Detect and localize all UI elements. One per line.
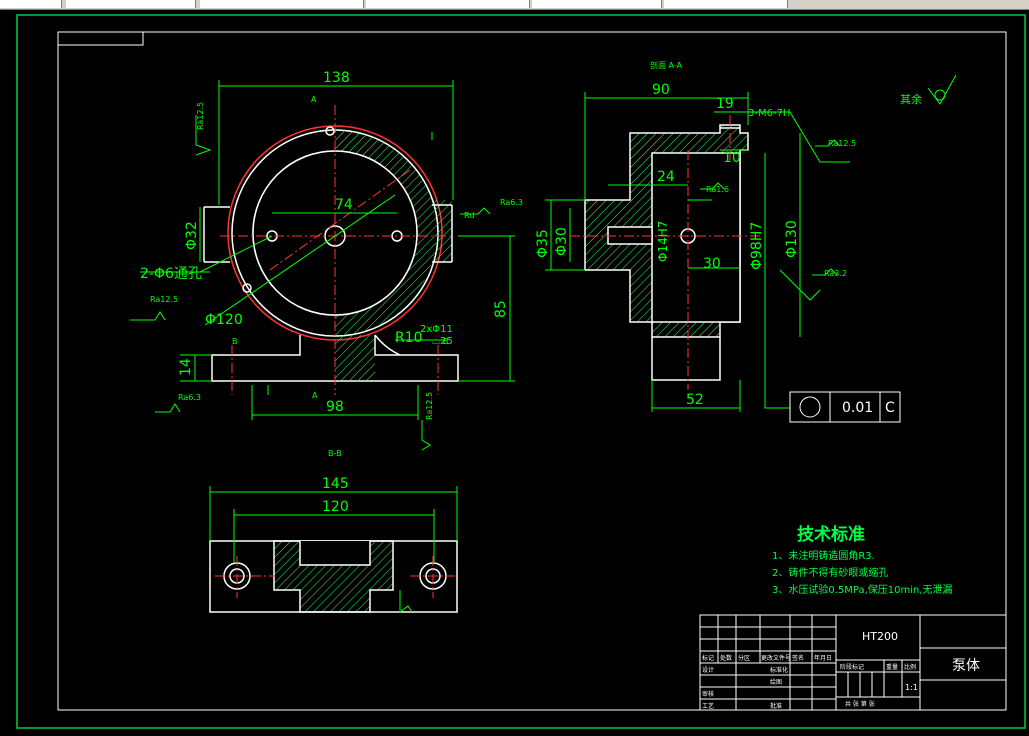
label-b-right: B (443, 337, 449, 346)
tb-mark: 标记 (702, 654, 714, 662)
toolbar-field-3[interactable] (200, 0, 364, 8)
title-block-text: 标记 处数 分区 更改文件号 签名 年月日 设计 标准化 绘图 审核 工艺 批准… (702, 630, 980, 710)
dim-14: 14 (178, 358, 194, 376)
dim-holes: 2-Φ6通孔 (140, 266, 202, 282)
rough-right: Ra6.3 (500, 198, 523, 207)
section-aa-labels: 剖面 A-A 90 19 3-M6-7H 10 24 Ra1.6 Φ35 Φ30… (535, 60, 922, 416)
dim-14h7: Φ14H7 (656, 221, 670, 262)
tb-sign: 签名 (792, 654, 804, 662)
section-aa-centerlines (570, 115, 760, 390)
rough-16: Ra1.6 (706, 185, 729, 194)
section-bb-view (209, 540, 458, 613)
frame-tab (57, 31, 144, 46)
tb-part-name: 泵体 (952, 658, 980, 674)
rough-b: Ra3.2 (824, 269, 847, 278)
label-b-left: B (232, 337, 238, 346)
rest-rough-symbol (927, 74, 957, 105)
dim-98h7: Φ98H7 (749, 222, 765, 270)
rough-a: Ra12.5 (828, 139, 856, 148)
tb-ratio: 比例 (904, 663, 916, 671)
rough-bottom: Ra6.3 (178, 393, 201, 402)
dim-52: 52 (686, 392, 704, 408)
tb-review: 审核 (702, 690, 714, 698)
toolbar-field-4[interactable] (366, 0, 530, 8)
outer-frame (16, 14, 1026, 729)
tb-material: HT200 (862, 630, 898, 643)
drawing-canvas[interactable]: 138 74 Φ32 2-Φ6通孔 Φ120 85 14 98 R10 2xΦ1… (0, 10, 1029, 732)
toolbar-field-5[interactable] (532, 0, 662, 8)
front-labels: 138 74 Φ32 2-Φ6通孔 Φ120 85 14 98 R10 2xΦ1… (140, 70, 523, 458)
tolerance-value: 0.01 (842, 400, 873, 416)
tb-approve: 批准 (770, 702, 782, 710)
dim-85: 85 (493, 300, 509, 318)
dim-30b: 30 (703, 256, 721, 272)
tb-design: 设计 (702, 666, 714, 674)
dim-130: Φ130 (784, 220, 800, 258)
dim-120: Φ120 (205, 312, 243, 328)
front-dimensions (130, 80, 515, 451)
rough-rd: Rd (464, 211, 475, 220)
dim-35: Φ35 (535, 229, 551, 258)
tb-craft: 工艺 (702, 702, 714, 710)
dim-90: 90 (652, 82, 670, 98)
note-2: 2、铸件不得有砂眼或缩孔 (772, 566, 888, 579)
note-3: 3、水压试验0.5MPa,保压10min,无泄漏 (772, 583, 953, 596)
dim-74: 74 (335, 197, 353, 213)
technical-notes: 技术标准 1、未注明铸造圆角R3. 2、铸件不得有砂眼或缩孔 3、水压试验0.5… (772, 524, 953, 596)
dim-30: Φ30 (554, 227, 570, 256)
dim-19: 19 (716, 96, 734, 112)
dim-138: 138 (323, 70, 350, 86)
dim-24: 24 (657, 169, 675, 185)
inner-frame (57, 31, 1007, 711)
cad-drawing: 138 74 Φ32 2-Φ6通孔 Φ120 85 14 98 R10 2xΦ1… (16, 14, 1026, 729)
label-a-top: A (311, 95, 317, 104)
dim-thread: 3-M6-7H (748, 108, 790, 119)
tb-scale: 1:1 (905, 683, 918, 692)
dim-10: 10 (723, 150, 741, 166)
rough-top: Ra12.5 (196, 102, 205, 130)
dim-120b: 120 (322, 499, 349, 515)
section-bb-title: B-B (328, 449, 342, 458)
section-aa-view (584, 124, 749, 381)
rough-foot: Ra12.5 (425, 392, 434, 420)
label-a-bottom: A (312, 391, 318, 400)
toolbar-field-2[interactable] (66, 0, 196, 8)
section-bb-dimensions (209, 486, 458, 613)
section-bb-centerlines (215, 556, 455, 598)
dim-32: Φ32 (184, 221, 200, 250)
toolbar-field-6[interactable] (664, 0, 788, 8)
section-bb-labels: 145 120 (322, 476, 349, 515)
dim-98: 98 (326, 399, 344, 415)
tb-zone: 分区 (738, 654, 750, 662)
notes-title: 技术标准 (797, 524, 865, 545)
tb-change-no: 更改文件号 (761, 654, 791, 662)
tb-standardize: 标准化 (770, 666, 788, 674)
rough-left: Ra12.5 (150, 295, 178, 304)
tolerance-datum: C (885, 400, 895, 416)
section-aa-dimensions (545, 92, 901, 423)
title-block (699, 614, 1007, 711)
rest-label: 其余 (900, 92, 922, 106)
dim-145: 145 (322, 476, 349, 492)
tb-count: 处数 (720, 654, 732, 662)
section-aa-title: 剖面 A-A (650, 60, 683, 70)
dim-counterbore-2: ⌴25 (432, 336, 453, 347)
dim-r10: R10 (395, 330, 423, 346)
tb-date: 年月日 (814, 654, 832, 662)
toolbar-field-1[interactable] (0, 0, 62, 8)
toolbar (0, 0, 1029, 10)
tb-drawing: 绘图 (770, 678, 782, 686)
tb-weight: 重量 (886, 663, 898, 671)
tb-stage: 阶段标记 (840, 663, 864, 671)
tb-sheets: 共 张 第 张 (845, 700, 875, 708)
note-1: 1、未注明铸造圆角R3. (772, 549, 875, 562)
dim-counterbore-1: 2xΦ11 (420, 324, 453, 335)
